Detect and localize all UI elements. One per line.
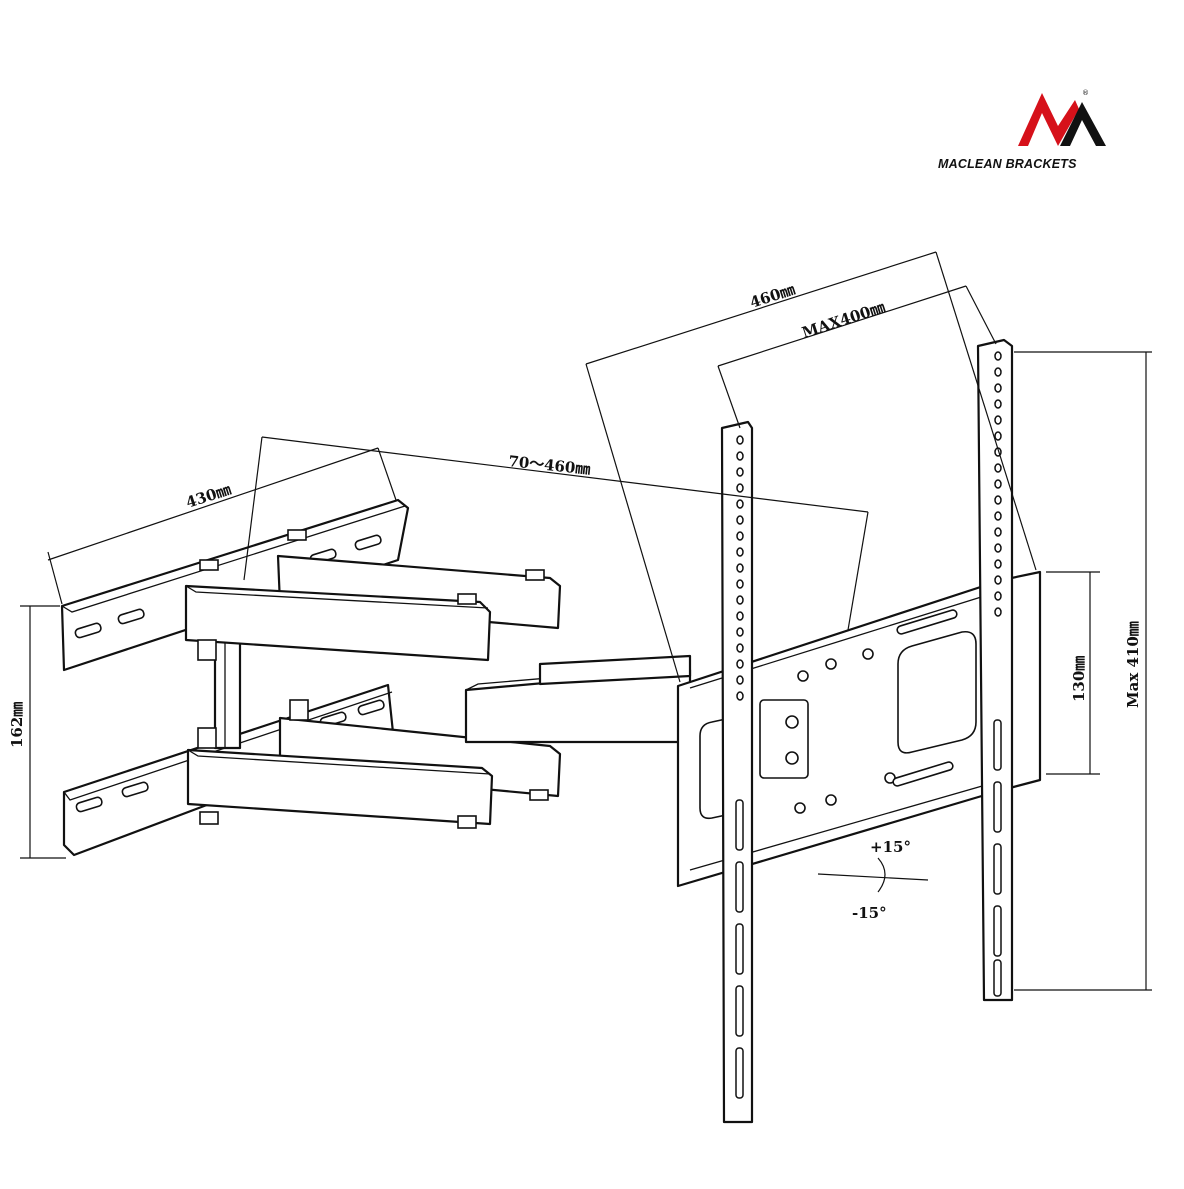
logo-m-red [1018, 93, 1079, 146]
maclean-logo: ® MACLEAN BRACKETS [938, 89, 1106, 171]
dimension-lines [20, 251, 1152, 991]
label-tilt-down: -15° [852, 904, 887, 922]
registered-mark: ® [1082, 89, 1089, 97]
rail-right-holes [993, 351, 1002, 997]
rail-left-holes [735, 435, 744, 1099]
label-tv-plate-width: 460㎜ [748, 280, 798, 311]
tv-rail-right [976, 338, 1014, 1002]
lower-front-arm [186, 748, 494, 826]
label-wall-plate-height: 162㎜ [8, 702, 26, 748]
brand-name: MACLEAN BRACKETS [938, 157, 1077, 171]
label-plate-height: 130㎜ [1070, 656, 1088, 702]
label-tilt-up: +15° [870, 838, 911, 856]
wall-plate-upper-flange [60, 498, 410, 672]
label-vesa-horizontal: MAX400㎜ [800, 298, 888, 342]
label-vesa-vertical: Max 410㎜ [1124, 621, 1142, 708]
tv-rail-left [720, 420, 754, 1124]
label-wall-plate-width: 430㎜ [184, 480, 234, 511]
logo-m-black [1060, 102, 1106, 146]
swing-arms [184, 529, 692, 829]
label-arm-extension: 70～460㎜ [508, 452, 592, 478]
